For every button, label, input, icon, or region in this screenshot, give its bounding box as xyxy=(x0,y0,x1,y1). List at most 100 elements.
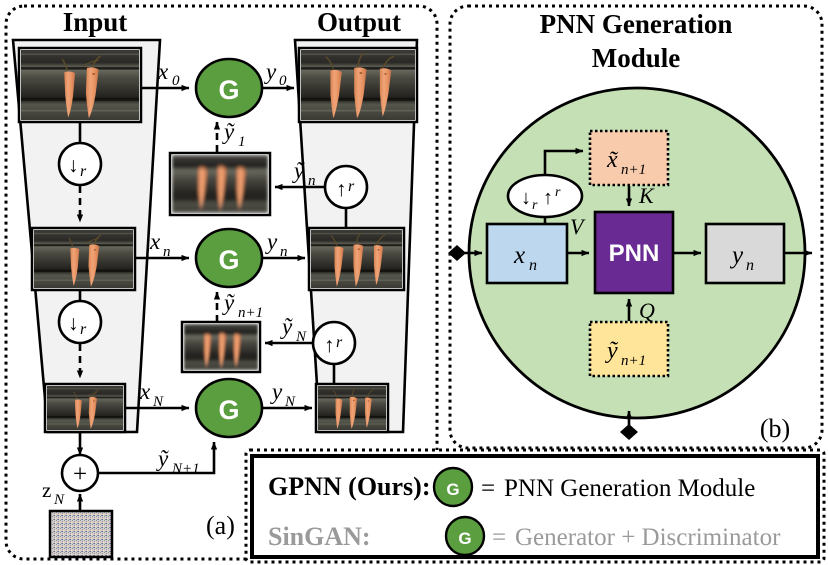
upsample-op-lower-label: ↑ r xyxy=(324,333,343,357)
xtilde-box[interactable] xyxy=(588,129,670,187)
xtilde-box-label: x̃ n+1 xyxy=(606,147,646,178)
svg-text:ỹ: ỹ xyxy=(156,446,169,471)
label-xN: x N xyxy=(139,379,164,410)
output-image-level-N xyxy=(314,382,390,434)
label-key: K xyxy=(638,183,655,208)
svg-text:x: x xyxy=(149,229,161,254)
svg-text:y: y xyxy=(270,379,283,404)
legend-row-singan-description: Generator + Discriminator xyxy=(515,524,781,551)
svg-text:↓: ↓ xyxy=(68,153,79,177)
legend-generator-icon-gpnn-label: G xyxy=(446,480,459,499)
svg-text:n: n xyxy=(280,244,288,260)
svg-text:r: r xyxy=(80,321,87,338)
legend-generator-icon-singan-label: G xyxy=(458,529,471,548)
svg-text:z: z xyxy=(42,478,51,502)
label-ytilde-N: ỹ N xyxy=(280,314,307,345)
panel-a-caption: (a) xyxy=(206,511,235,540)
legend-generator-icon-singan xyxy=(444,515,486,557)
legend-row-singan: SinGAN: G = Generator + Discriminator xyxy=(268,515,781,557)
label-x0: x 0 xyxy=(157,59,180,89)
label-value: V xyxy=(570,214,586,239)
svg-text:n: n xyxy=(529,257,537,274)
svg-text:ỹ: ỹ xyxy=(605,338,619,364)
svg-text:N: N xyxy=(284,394,296,410)
legend-row-gpnn-name: GPNN (Ours): xyxy=(268,472,430,501)
output-image-level-n xyxy=(307,226,406,292)
svg-text:n: n xyxy=(163,244,171,260)
downsample-op-upper[interactable] xyxy=(57,141,103,187)
edge-resample-to-xtilde xyxy=(543,147,584,176)
legend-row-gpnn-description: PNN Generation Module xyxy=(504,475,755,502)
input-diamond-marker xyxy=(448,245,466,261)
svg-text:↑: ↑ xyxy=(543,187,553,209)
panel-b-title-line1: PNN Generation xyxy=(540,9,733,39)
output-box-yn[interactable] xyxy=(704,222,786,285)
svg-text:n: n xyxy=(746,257,754,274)
legend-generator-icon-gpnn xyxy=(432,466,474,508)
output-image-level-0 xyxy=(297,46,419,124)
upsample-op-upper-label: ↑ r xyxy=(336,177,355,201)
svg-text:n+1: n+1 xyxy=(238,305,263,321)
svg-text:ỹ: ỹ xyxy=(222,119,235,144)
svg-text:0: 0 xyxy=(279,73,287,89)
bottom-diamond-marker xyxy=(620,424,638,440)
svg-text:0: 0 xyxy=(172,73,180,89)
label-yn: y n xyxy=(265,229,288,260)
input-image-level-n xyxy=(30,226,137,292)
svg-text:N: N xyxy=(295,329,307,345)
legend-row-singan-name: SinGAN: xyxy=(268,522,371,551)
svg-text:y: y xyxy=(264,59,277,84)
downsample-op-lower-label: ↓ r xyxy=(68,311,87,338)
upsampled-feedback-image-upper xyxy=(168,151,272,217)
svg-text:x: x xyxy=(139,379,151,404)
svg-text:ỹ: ỹ xyxy=(292,158,305,183)
legend-row-gpnn-equals: = xyxy=(481,475,495,502)
legend-row-gpnn: GPNN (Ours): G = PNN Generation Module xyxy=(268,466,755,508)
generator-label-level-N: G xyxy=(218,395,239,425)
label-yN: y N xyxy=(270,379,296,410)
svg-text:r: r xyxy=(336,334,343,351)
svg-text:r: r xyxy=(555,185,561,200)
svg-text:x̃: x̃ xyxy=(606,147,619,173)
edge-sum-to-gN xyxy=(98,441,218,475)
svg-text:x: x xyxy=(157,59,169,84)
label-ytilde-n-plus-1: ỹ n+1 xyxy=(222,290,263,321)
svg-text:y: y xyxy=(729,242,744,269)
pnn-box[interactable] xyxy=(593,210,675,295)
label-ytilde-1: ỹ 1 xyxy=(222,119,246,150)
label-xn: x n xyxy=(149,229,171,260)
generator-label-level-n: G xyxy=(218,245,239,275)
sum-node-label: + xyxy=(73,461,87,488)
label-ytilde-N-plus-1: ỹ N+1 xyxy=(156,446,200,477)
resample-op-label: ↓ r ↑ r xyxy=(521,185,561,213)
generator-label-level-0: G xyxy=(218,75,239,105)
svg-text:y: y xyxy=(265,229,278,254)
downsample-op-lower[interactable] xyxy=(57,299,103,345)
input-image-level-N xyxy=(43,382,127,434)
output-column-header: Output xyxy=(317,7,401,37)
svg-text:n: n xyxy=(308,173,316,189)
legend-row-singan-equals: = xyxy=(492,524,506,551)
legend-box xyxy=(250,454,820,559)
panel-b-caption: (b) xyxy=(760,414,790,443)
label-y0: y 0 xyxy=(264,59,287,89)
svg-text:n+1: n+1 xyxy=(621,162,646,178)
svg-text:1: 1 xyxy=(238,134,246,150)
svg-text:x: x xyxy=(513,242,525,269)
svg-text:r: r xyxy=(80,163,87,180)
input-box-xn[interactable] xyxy=(485,222,569,285)
output-box-yn-label: y n xyxy=(729,242,754,274)
svg-text:↑: ↑ xyxy=(324,333,335,357)
svg-text:ỹ: ỹ xyxy=(222,290,235,315)
ytilde-box[interactable] xyxy=(588,320,670,378)
svg-text:N: N xyxy=(152,394,164,410)
svg-text:r: r xyxy=(348,178,355,195)
downsample-op-upper-label: ↓ r xyxy=(68,153,87,180)
input-image-level-0 xyxy=(17,46,143,124)
svg-text:↓: ↓ xyxy=(68,311,79,335)
svg-text:N: N xyxy=(53,492,65,508)
svg-text:ỹ: ỹ xyxy=(280,314,293,339)
svg-text:↑: ↑ xyxy=(336,177,347,201)
